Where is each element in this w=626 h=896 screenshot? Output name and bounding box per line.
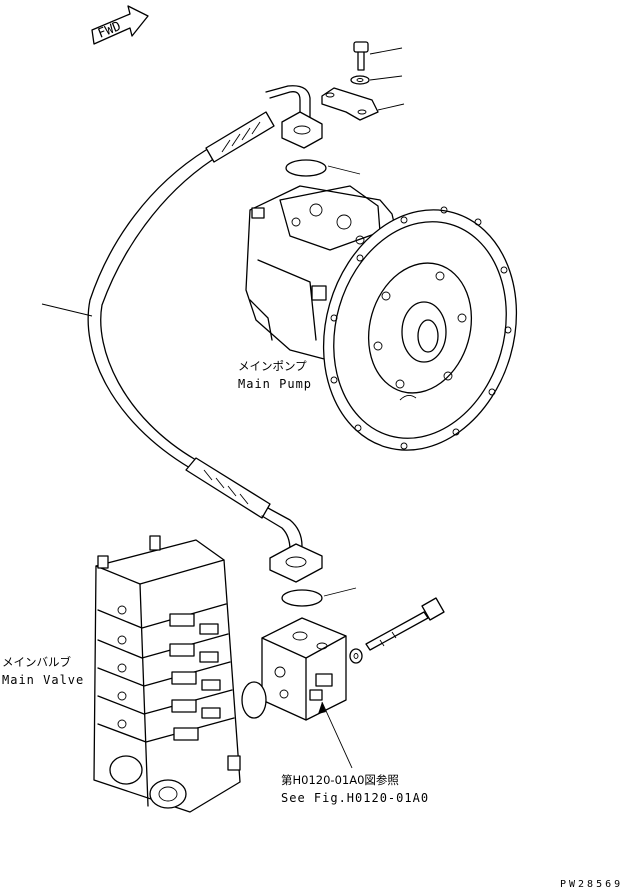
main-pump-label-jp: メインポンプ	[238, 359, 307, 373]
long-bolt	[365, 597, 445, 651]
see-fig-arrow	[318, 701, 353, 769]
main-pump-label-en: Main Pump	[238, 377, 312, 391]
top-bolt	[353, 41, 403, 71]
port-block	[261, 617, 347, 721]
see-fig-label-en: See Fig.H0120-01A0	[281, 791, 429, 805]
see-fig-reference: 第H0120-01A0図参照 See Fig.H0120-01A0	[281, 773, 429, 805]
upper-hose	[87, 85, 323, 469]
main-pump-label: メインポンプ Main Pump	[238, 359, 312, 391]
small-washer	[349, 648, 363, 664]
main-pump	[245, 185, 518, 451]
see-fig-label-jp: 第H0120-01A0図参照	[281, 773, 399, 787]
fwd-label: FWD	[96, 19, 124, 42]
fwd-arrow-icon: FWD	[91, 5, 149, 45]
hose-leader	[41, 303, 93, 317]
side-o-ring	[241, 681, 267, 719]
main-valve-label: メインバルブ Main Valve	[2, 655, 84, 687]
lower-hose	[185, 457, 323, 583]
main-valve-label-en: Main Valve	[2, 673, 84, 687]
lower-o-ring	[281, 587, 357, 607]
drawing-code: PW28569	[560, 879, 623, 890]
main-valve-label-jp: メインバルブ	[2, 655, 71, 669]
main-valve	[93, 535, 241, 813]
upper-o-ring	[285, 159, 361, 177]
top-clamp	[321, 87, 405, 121]
top-washer	[350, 75, 403, 85]
